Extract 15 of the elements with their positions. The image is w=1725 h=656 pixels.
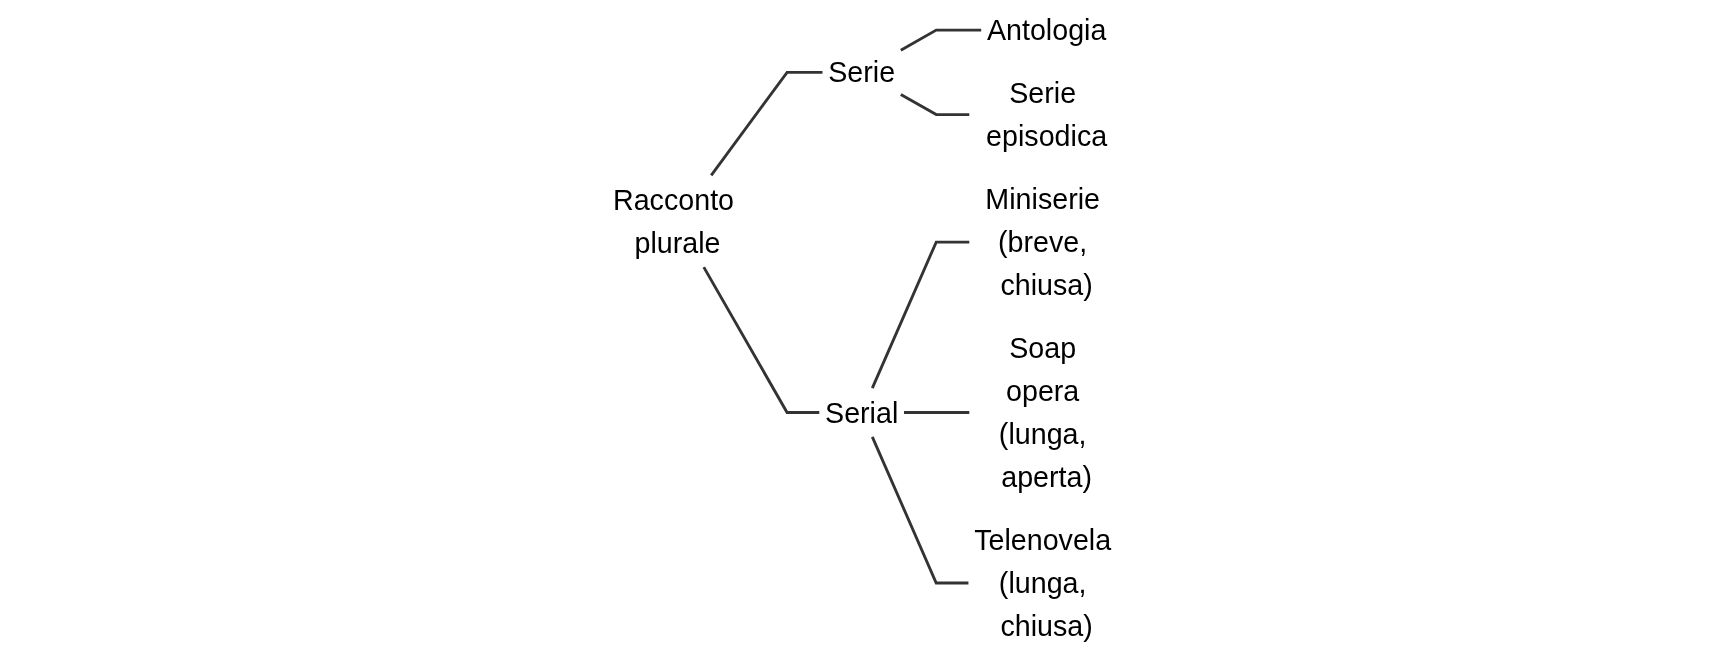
node-text: Racconto plurale: [613, 184, 735, 259]
node-text: Soap opera (lunga, aperta): [998, 332, 1093, 493]
node-text: Serie episodica: [986, 77, 1108, 152]
connector: [900, 93, 970, 117]
connector: [710, 70, 823, 177]
connector: [904, 411, 970, 414]
node-text: Serie: [828, 56, 896, 89]
node-text: Antologia: [986, 14, 1107, 46]
node-text: Telenovela (lunga, chiusa): [974, 524, 1112, 642]
connector: [900, 28, 982, 52]
connector: [702, 266, 820, 414]
connector: [871, 240, 970, 389]
connector: [871, 436, 969, 585]
node-text: Serial: [825, 396, 899, 429]
node-text: Miniserie (breve, chiusa): [985, 183, 1100, 301]
